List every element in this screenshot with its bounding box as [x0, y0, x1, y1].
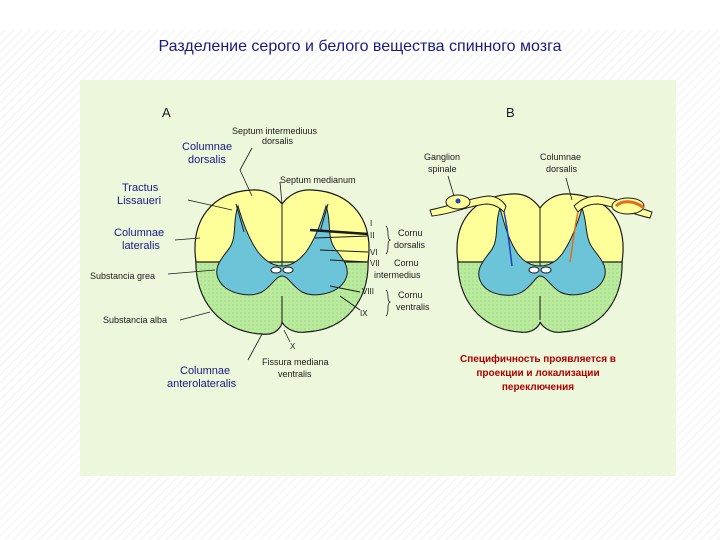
leader-lines-a [167, 147, 291, 361]
note-line-1: Специфичность проявляется в [460, 353, 616, 365]
lamina-line-vi [319, 249, 369, 253]
letter-b: B [506, 105, 515, 120]
ganglion-right-fiber [614, 200, 645, 210]
label-substancia-alba: Substancia alba [103, 315, 167, 325]
label-septum-dorsalis: dorsalis [262, 136, 294, 146]
leader-ganglion [447, 175, 455, 197]
label-cornu-dorsalis-1: Cornu [398, 228, 423, 238]
letter-a: A [162, 105, 171, 120]
label-septum-medianum: Septum medianum [280, 175, 356, 185]
label-lamina-ii: II [370, 231, 374, 240]
lamina-line-viii [329, 285, 361, 293]
cord-b-canal-left [528, 266, 540, 274]
note-line-2: проекции и локализации [476, 368, 599, 379]
label-lamina-vi: VI [370, 248, 378, 257]
label-columnae-lateralis-1: Columnae [114, 227, 164, 239]
note-line-3: переключения [502, 382, 574, 393]
label-columnae-dorsalis-2: dorsalis [188, 154, 226, 166]
label-ganglion-1: Ganglion [424, 152, 460, 162]
label-tractus-1: Tractus [122, 182, 159, 194]
label-cornu-ventralis-2: ventralis [396, 302, 430, 312]
label-columnae-lateralis-2: lateralis [122, 240, 160, 252]
cord-a-central-canal-right [282, 266, 294, 274]
cord-a-dorsal-horn-left [235, 203, 245, 233]
background-top [0, 0, 720, 30]
label-cornu-dorsalis-2: dorsalis [394, 240, 426, 250]
label-tractus-2: Lissaueri [117, 195, 161, 207]
label-col-antero-1: Columnae [180, 365, 230, 377]
label-columnae-dorsalis-1: Columnae [182, 141, 232, 153]
label-lamina-i: I [370, 219, 372, 228]
label-cornu-ventralis-1: Cornu [398, 290, 423, 300]
lamina-line-ix [339, 295, 361, 311]
label-col-antero-2: anterolateralis [167, 378, 237, 390]
label-columnae-b-2: dorsalis [546, 164, 578, 174]
lamina-line-ii [314, 235, 369, 239]
brace-cornu-dorsalis [385, 225, 391, 255]
fiber-orange [569, 211, 579, 263]
label-fissura-1: Fissura mediana [262, 357, 329, 367]
cord-b-canal-right [540, 266, 552, 274]
label-columnae-b-1: Columnae [540, 152, 581, 162]
label-lamina-x: X [290, 342, 296, 351]
label-lamina-ix: IX [360, 309, 368, 318]
slide-title: Разделение серого и белого вещества спин… [158, 38, 562, 55]
label-lamina-viii: VIII [362, 287, 374, 296]
cord-a-central-canal-left [270, 266, 282, 274]
label-lamina-vii: VII [370, 259, 380, 268]
brace-cornu-ventralis [385, 289, 391, 317]
fiber-blue [503, 211, 513, 267]
cord-b [429, 175, 653, 333]
ganglion-left-neuron [455, 198, 461, 204]
cord-a [194, 189, 370, 335]
label-septum-intermedius: Septum intermediuus [232, 126, 318, 136]
cord-a-dorsal-horn-right [319, 203, 329, 233]
lamina-line-i [309, 228, 369, 236]
label-cornu-intermedius-2: intermedius [374, 270, 421, 280]
lamina-line-vii [329, 259, 369, 263]
label-substancia-grea: Substancia grea [90, 271, 155, 281]
label-cornu-intermedius-1: Cornu [394, 258, 419, 268]
label-ganglion-2: spinale [428, 164, 457, 174]
leader-columnae-b [565, 177, 573, 201]
label-fissura-2: ventralis [278, 369, 312, 379]
